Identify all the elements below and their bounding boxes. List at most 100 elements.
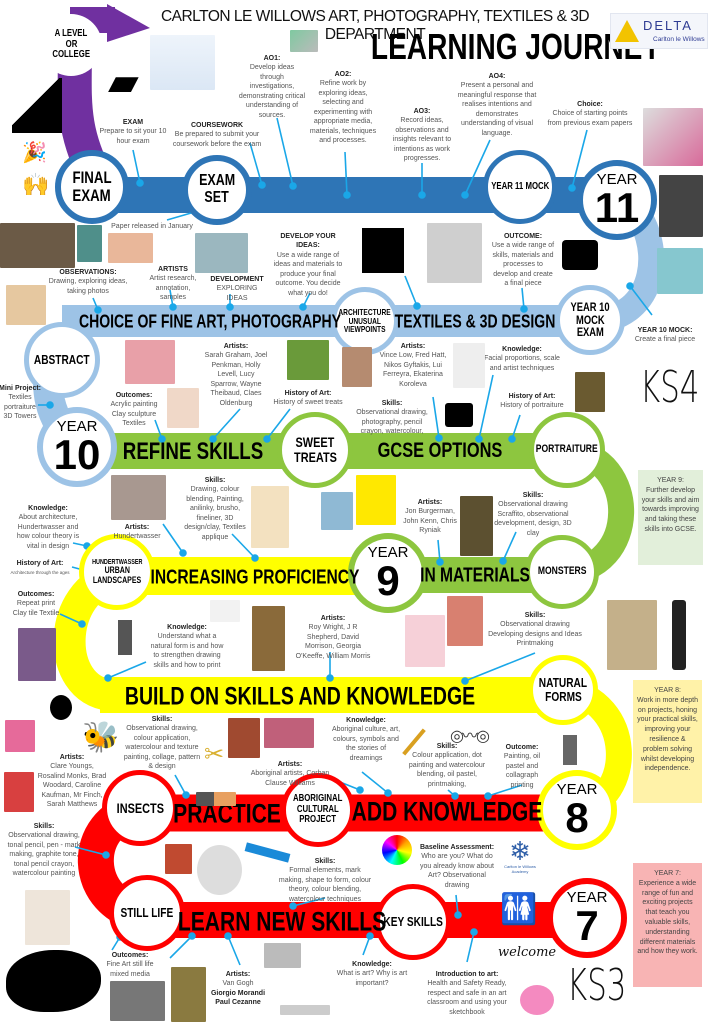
band-label-increasing: INCREASING PROFICIENCY	[150, 566, 360, 589]
artwork-texture-image	[0, 223, 75, 268]
purple-arrow-head	[107, 4, 150, 42]
buildings-icon	[362, 228, 404, 273]
welcome-text: welcome	[498, 945, 557, 960]
ceramic-bowl-image	[6, 285, 46, 325]
yellow-monster-image	[356, 475, 396, 525]
leaf-drawing-image	[210, 600, 240, 622]
camera-icon	[562, 240, 598, 270]
circle-insects: INSECTS	[102, 770, 178, 846]
donut-image	[125, 340, 175, 384]
logo-triangle-icon	[615, 20, 639, 42]
note-skills-natural: Skills:Observational drawing Developing …	[488, 612, 582, 648]
note-ao4: AO4:Present a personal and meaningful re…	[457, 73, 537, 137]
note-artists-aboriginal: Artists:Aboriginal artists, Corban Claus…	[250, 761, 330, 787]
apple-drawing-image	[197, 845, 242, 895]
note-knowledge-key: Knowledge:What is art? Why is art import…	[336, 961, 408, 987]
note-mini-project: Mini Project:Textiles portraiture 3D Tow…	[0, 385, 42, 421]
posca-marker-icon	[672, 600, 686, 670]
beetle-icon	[50, 695, 72, 720]
grass-strip-image	[280, 1005, 330, 1015]
note-outcome-y11: OUTCOME:Use a wide range of skills, mate…	[491, 233, 555, 288]
washi-tape-icon	[520, 985, 554, 1015]
scissors-icon: ✂	[204, 741, 225, 768]
colour-wheel-icon	[382, 835, 412, 865]
page-title: LEARNING JOURNEY	[370, 26, 662, 67]
note-ao3: AO3:Record ideas, observations and insig…	[392, 108, 452, 163]
note-skills-portrait: Skills:Observational drawing, photograph…	[356, 400, 428, 436]
paint-tube-image	[290, 30, 318, 52]
band-label-refine: REFINE SKILLS	[122, 438, 264, 465]
print-image	[447, 596, 483, 646]
stairs-climber-icon	[12, 78, 62, 133]
note-history-arch: History of Art:Architecture through the …	[10, 560, 70, 576]
note-artists-insect: Artists:Clare Youngs, Rosalind Monks, Br…	[37, 754, 107, 809]
note-skills-formal: Skills:Formal elements, mark making, sha…	[278, 858, 372, 903]
cezanne-portrait-image	[171, 967, 206, 1022]
logo-sub: Carlton le Willows	[653, 36, 705, 43]
circle-monsters: MONSTERS	[525, 535, 599, 609]
man-portrait-image	[342, 347, 372, 387]
note-skills-y9: Skills:Drawing, colour blending, Paintin…	[184, 477, 246, 541]
note-artists-portrait: Artists:Vince Low, Fred Hatt, Nikos Gyft…	[379, 343, 447, 388]
circle-still-life: STILL LIFE	[109, 875, 185, 951]
colorful-painting-image	[287, 340, 329, 380]
note-develop-ideas: DEVELOP YOUR IDEAS:Use a wide range of i…	[273, 233, 343, 297]
aboriginal-art-image-2	[264, 718, 314, 748]
blue-skull-image	[321, 492, 353, 530]
circle-key-skills: KEY SKILLS	[375, 884, 451, 960]
band-label-add-knowledge: ADD KNOWLEDGE	[351, 796, 543, 827]
note-outcome-aboriginal: Outcome:Painting, oil pastel and collagr…	[503, 744, 541, 789]
note-paper: Paper released in January	[111, 223, 193, 230]
note-history-portrait: History of Art:History of portraiture	[500, 393, 564, 410]
band-label-gcse: GCSE OPTIONS	[377, 439, 503, 462]
collage-image	[5, 720, 35, 752]
party-popper-icon: 🎉	[22, 142, 47, 164]
double-exposure-image	[427, 223, 482, 283]
note-skills-aboriginal: Skills:Colour application, dot painting …	[408, 743, 486, 788]
face-sketch-image	[264, 943, 301, 968]
note-artists-y10: Artists:Sarah Graham, Joel Penkman, Holl…	[204, 343, 268, 407]
aboriginal-art-image-1	[228, 718, 260, 758]
delta-logo: DELTA Carlton le Willows	[610, 13, 708, 49]
paint-roller-icon	[118, 620, 132, 655]
signpost-image	[150, 35, 215, 90]
morandi-still-life-image	[110, 981, 165, 1021]
snowflake-icon: ❄	[509, 836, 531, 866]
print-pattern-image	[18, 628, 56, 681]
palette-icon	[6, 950, 101, 1012]
note-intro-art: Introduction to art:Health and Safety Re…	[427, 971, 507, 1016]
circle-portraiture: PORTRAITURE	[529, 412, 605, 488]
note-skills-still: Skills:Observational drawing, tonal penc…	[7, 823, 81, 878]
easel-icon: ▰	[108, 60, 139, 104]
band-label-learn: LEARN NEW SKILLS	[177, 906, 387, 937]
monster-sculpture-image	[460, 496, 493, 556]
aboriginal-symbol-icon: ◎〰◎	[450, 728, 490, 745]
note-observations: OBSERVATIONS:Drawing, exploring ideas, t…	[48, 269, 128, 295]
camera-icon-small	[445, 403, 473, 427]
note-ao2: AO2:Refine work by exploring ideas, sele…	[309, 71, 377, 145]
note-outcomes-print: Outcomes:Repeat print Clay tile Textile	[12, 591, 60, 617]
students-icon: 🚻	[500, 893, 538, 926]
note-year10-mock: YEAR 10 MOCK:Create a final piece	[634, 327, 696, 344]
year7-box: YEAR 7:Experience a wide range of fun an…	[633, 863, 702, 987]
band-label-build: BUILD ON SKILLS AND KNOWLEDGE	[124, 682, 476, 711]
roller-icon	[563, 735, 577, 765]
celebrating-child-icon: 🙌	[22, 172, 50, 197]
hundertwasser-building-image	[111, 475, 166, 520]
artwork-peach-image	[108, 233, 153, 263]
bee-icon: 🐝	[82, 721, 120, 754]
paintbrush-image	[196, 792, 236, 806]
brown-leaf-image	[252, 606, 285, 671]
leaf-artwork-image	[607, 600, 657, 670]
note-knowledge-aboriginal: Knowledge:Aboriginal culture, art, colou…	[331, 717, 401, 762]
